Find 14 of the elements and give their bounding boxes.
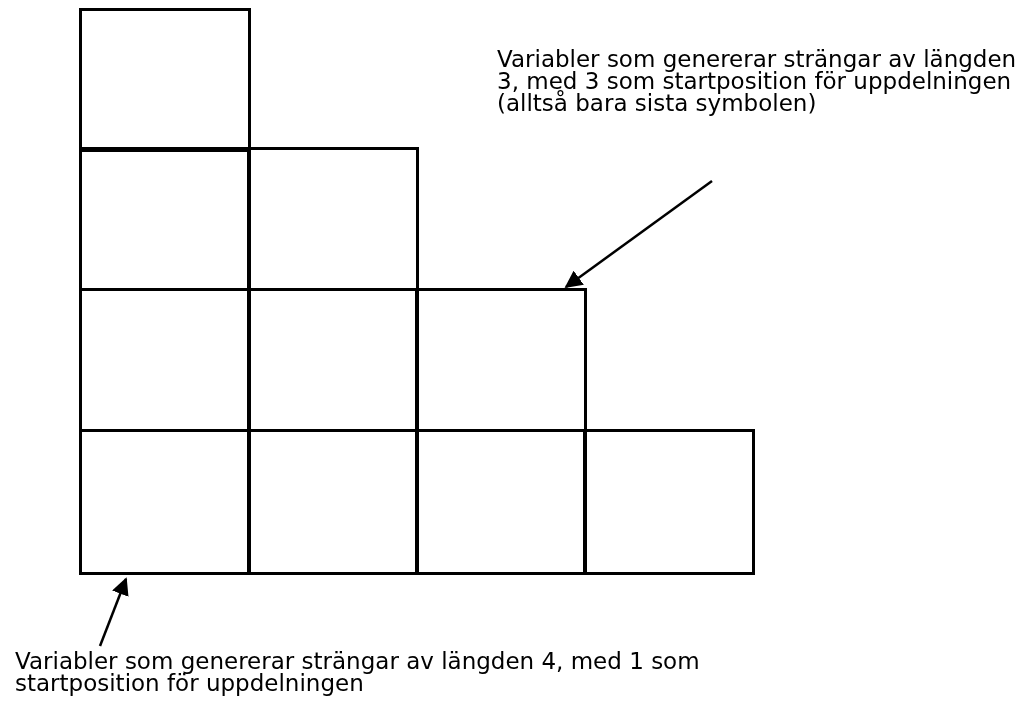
- leader-arrow: [98, 577, 129, 647]
- grid-cell: [583, 429, 755, 575]
- grid-cell: [247, 429, 419, 575]
- grid-cell: [247, 147, 419, 291]
- grid-cell: [79, 8, 251, 152]
- leader-arrow: [564, 180, 713, 289]
- grid-cell: [79, 429, 251, 575]
- grid-cell: [247, 288, 419, 432]
- grid-cell: [415, 429, 587, 575]
- annotation-text: Variabler som genererar strängar av längden 4, med 1 som startposition för uppdelningen: [15, 650, 755, 694]
- grid-cell: [79, 288, 251, 432]
- grid-cell: [79, 147, 251, 291]
- grid-cell: [415, 288, 587, 432]
- annotation-text: Variabler som genererar strängar av längden 3, med 3 som startposition för uppdelningen (alltså bara sista symbolen): [497, 48, 1032, 114]
